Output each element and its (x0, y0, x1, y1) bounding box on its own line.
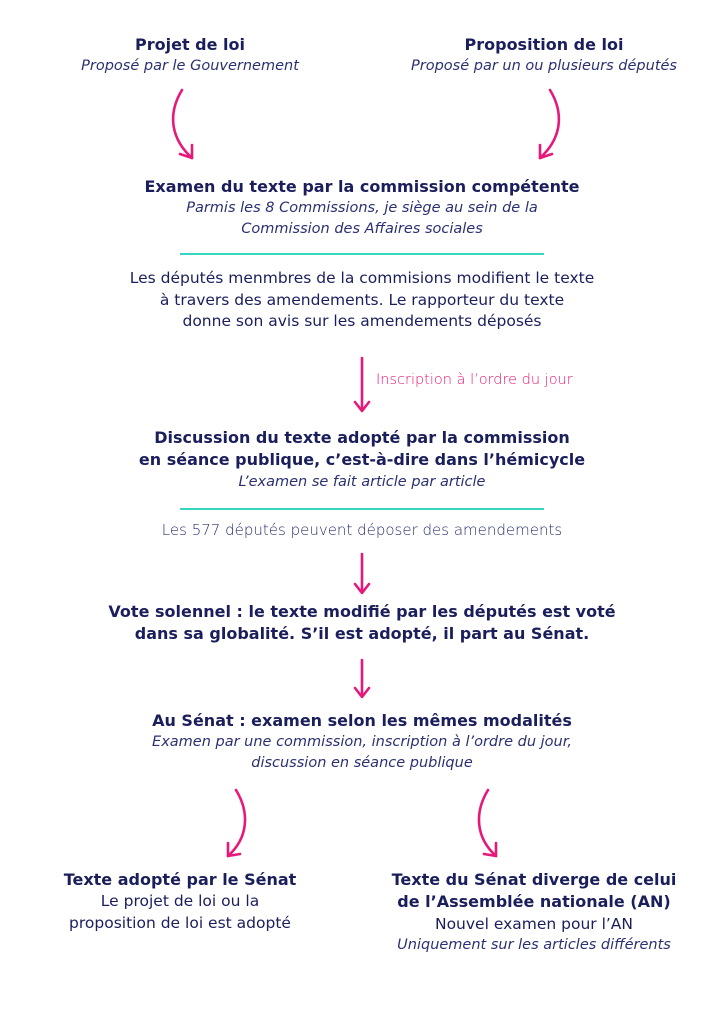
curved-arrow-left-icon (171, 88, 194, 160)
node-vote-solennel: Vote solennel : le texte modifié par les… (42, 601, 682, 646)
curved-arrow-right-icon (538, 88, 561, 160)
node-title: Au Sénat : examen selon les mêmes modali… (152, 711, 572, 730)
body-line: à travers des amendements. Le rapporteur… (159, 290, 565, 309)
node-texte-adopte: Texte adopté par le Sénat Le projet de l… (30, 869, 330, 935)
down-arrow-icon (353, 658, 371, 699)
node-texte-diverge: Texte du Sénat diverge de celui de l’Ass… (374, 869, 694, 956)
inscription-label: Inscription à l’ordre du jour (376, 372, 573, 388)
node-proposition-de-loi: Proposition de loi Proposé par un ou plu… (384, 34, 704, 77)
node-title-line: de l’Assemblée nationale (AN) (397, 892, 671, 912)
node-subtitle: Proposé par le Gouvernement (81, 58, 299, 75)
node-subtitle: L’examen se fait article par article (238, 473, 486, 490)
node-subtitle: Proposé par un ou plusieurs députés (411, 58, 677, 75)
divider (180, 253, 544, 255)
node-title-line: Discussion du texte adopté par la commis… (154, 428, 570, 447)
node-title: Projet de loi (135, 35, 245, 54)
node-subtitle-line: Commission des Affaires sociales (241, 220, 483, 237)
down-arrow-icon (353, 552, 371, 595)
body-line: Le projet de loi ou la (100, 892, 260, 911)
node-title: Texte adopté par le Sénat (63, 870, 297, 889)
node-discussion: Discussion du texte adopté par la commis… (52, 427, 672, 492)
node-title: Examen du texte par la commission compét… (144, 177, 580, 196)
body-line: donne son avis sur les amendements dépos… (182, 312, 542, 331)
node-title-line: Texte du Sénat diverge de celui (391, 870, 677, 889)
body-line: Les députés menmbres de la commisions mo… (129, 269, 595, 287)
node-projet-de-loi: Projet de loi Proposé par le Gouvernemen… (40, 34, 340, 77)
node-examen-commission: Examen du texte par la commission compét… (62, 176, 662, 239)
body-line: Nouvel examen pour l’AN (434, 914, 634, 933)
divider (180, 508, 544, 510)
node-senat: Au Sénat : examen selon les mêmes modali… (42, 710, 682, 773)
down-arrow-icon (353, 356, 371, 413)
body-line: proposition de loi est adopté (69, 914, 291, 933)
node-subtitle-line: Parmis les 8 Commissions, je siège au se… (186, 200, 538, 217)
curved-arrow-right-icon (477, 788, 498, 858)
node-subtitle: Uniquement sur les articles différents (397, 937, 671, 954)
node-title-line: en séance publique, c’est-à-dire dans l’… (138, 450, 586, 470)
node-title: Proposition de loi (464, 35, 624, 54)
node-subtitle-line: discussion en séance publique (251, 754, 473, 771)
node-discussion-body: Les 577 députés peuvent déposer des amen… (161, 521, 563, 539)
node-title-line: dans sa globalité. S’il est adopté, il p… (134, 624, 590, 644)
curved-arrow-left-icon (226, 788, 247, 858)
node-title-line: Vote solennel : le texte modifié par les… (108, 602, 616, 621)
node-subtitle-line: Examen par une commission, inscription à… (152, 734, 572, 751)
node-examen-body: Les députés menmbres de la commisions mo… (42, 268, 682, 333)
